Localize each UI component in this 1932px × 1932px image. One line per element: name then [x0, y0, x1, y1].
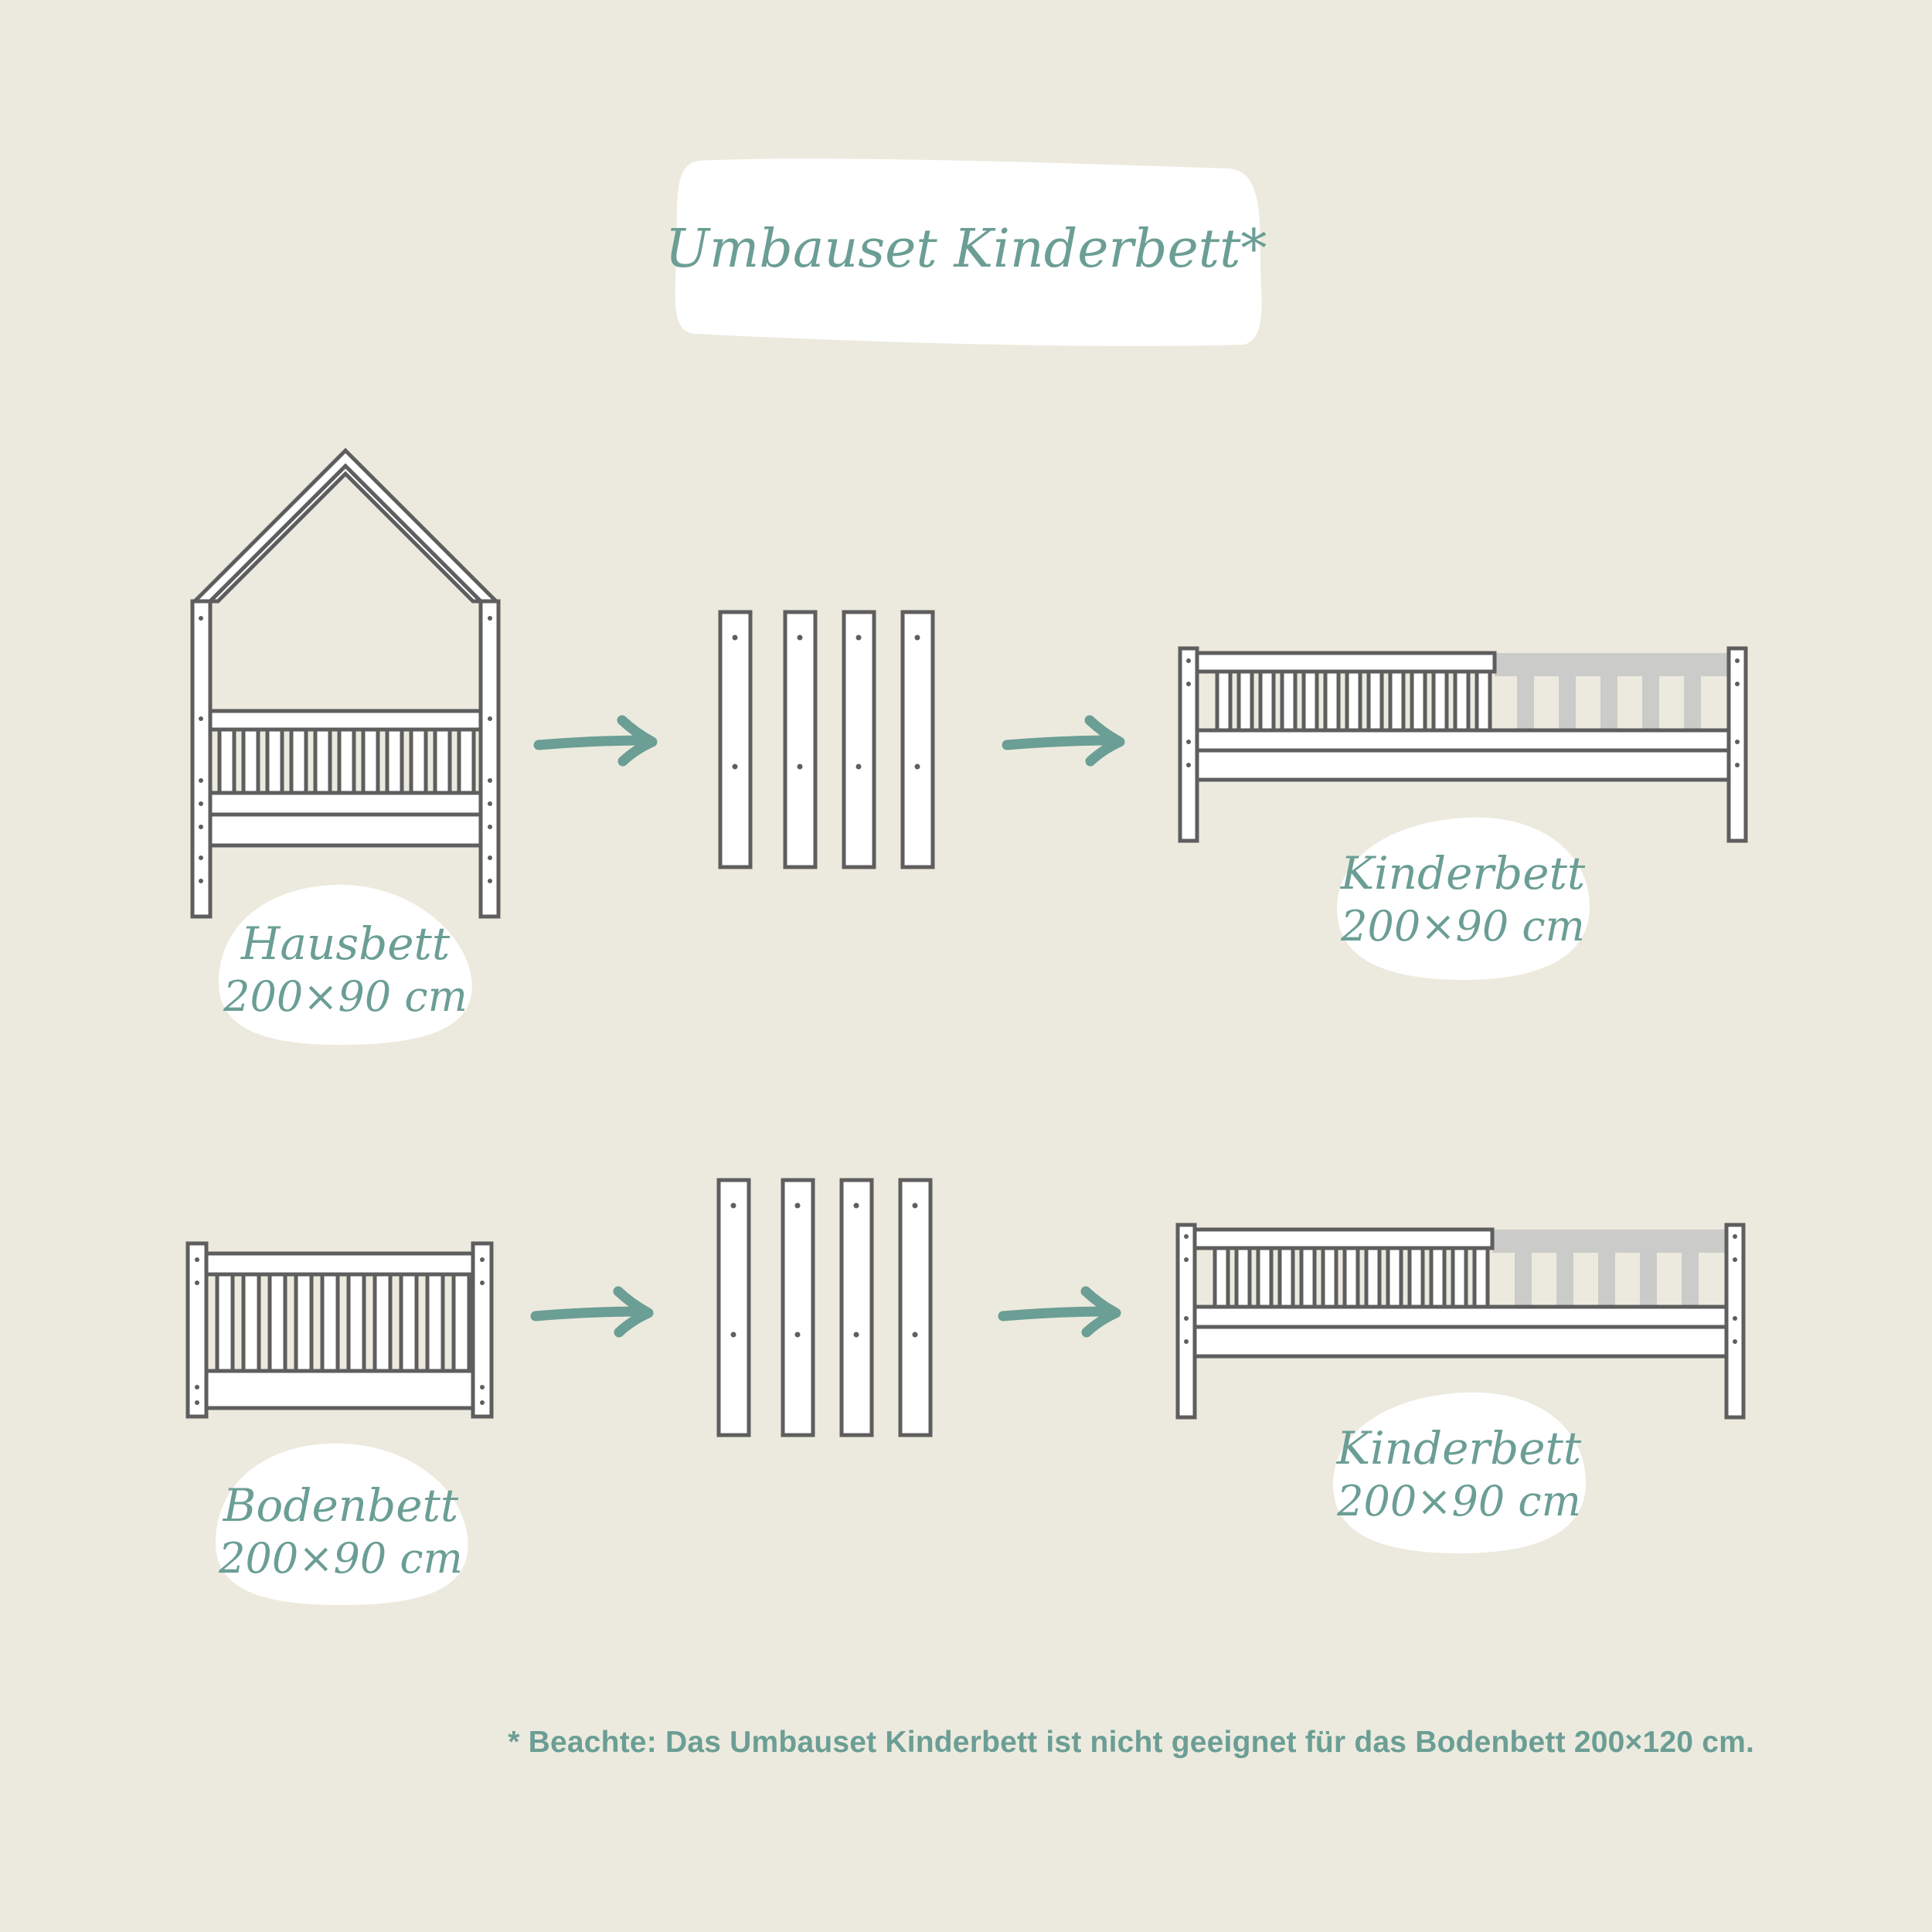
arrow-right-icon	[533, 715, 658, 767]
floor-bed-icon	[185, 1241, 494, 1419]
title-badge: Umbauset Kinderbett*	[665, 158, 1267, 346]
kids-bed-slats	[1213, 1246, 1490, 1309]
bed-post-icon	[718, 610, 753, 869]
label-name: Kinderbett	[1336, 1422, 1582, 1475]
page-title: Umbauset Kinderbett*	[665, 219, 1267, 280]
label-name: Bodenbett	[223, 1479, 459, 1532]
bed-post-icon	[839, 1178, 874, 1437]
kids-bed-slats	[1215, 669, 1492, 733]
label-size: 200×90 cm	[1340, 902, 1585, 951]
bed-post-icon	[716, 1178, 751, 1437]
label-size: 200×90 cm	[1336, 1477, 1581, 1526]
bed-post-icon	[781, 1178, 815, 1437]
label-name: Kinderbett	[1340, 847, 1586, 900]
house-bed-slats	[217, 727, 476, 795]
label-hausbett: Hausbett 200×90 cm	[218, 884, 472, 1045]
label-name: Hausbett	[240, 917, 451, 970]
label-kinderbett-2: Kinderbett 200×90 cm	[1333, 1392, 1587, 1553]
footnote: * Beachte: Das Umbauset Kinderbett ist n…	[508, 1726, 1754, 1759]
bed-posts-set-1	[718, 610, 935, 869]
label-bodenbett: Bodenbett 200×90 cm	[215, 1443, 468, 1605]
label-size: 200×90 cm	[218, 1534, 463, 1583]
label-size: 200×90 cm	[223, 972, 468, 1021]
arrow-right-icon	[1002, 715, 1125, 767]
bed-post-icon	[898, 1178, 933, 1437]
kids-bed-icon	[1175, 1223, 1746, 1420]
bed-post-icon	[900, 610, 935, 869]
kids-bed-icon	[1178, 646, 1748, 843]
arrow-right-icon	[998, 1286, 1121, 1338]
label-kinderbett-1: Kinderbett 200×90 cm	[1337, 817, 1590, 980]
bed-posts-set-2	[716, 1178, 933, 1437]
arrow-right-icon	[530, 1286, 654, 1338]
floor-bed-slats	[215, 1272, 471, 1373]
bed-post-icon	[783, 610, 818, 869]
bed-post-icon	[842, 610, 876, 869]
house-bed-icon	[189, 447, 502, 919]
